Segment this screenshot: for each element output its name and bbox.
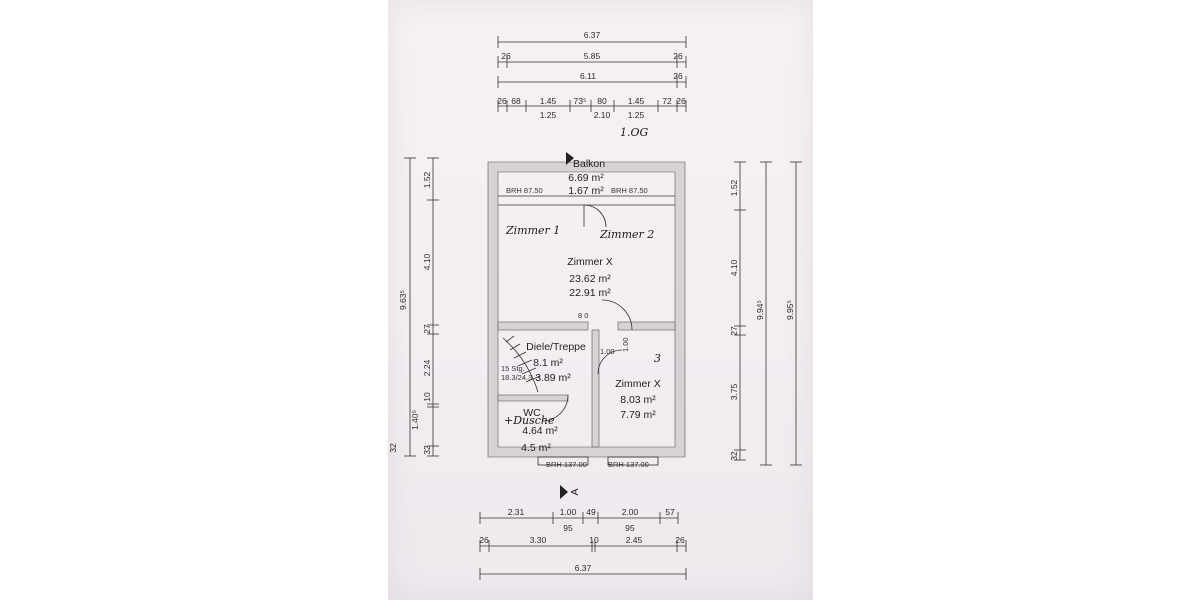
diele-name: Diele/Treppe (526, 341, 586, 353)
wc-area-2: 4.5 m² (521, 442, 551, 454)
section-marker-bottom: A (560, 485, 581, 499)
stairs-note-1: 15 Stg. (501, 364, 525, 373)
installation-symbol: 8 0 (578, 311, 588, 320)
dim-bottom-r3-c: 10 (589, 535, 599, 545)
dim-right-410: 4.10 (729, 259, 739, 276)
diele-area-1: 8.1 m² (533, 357, 563, 369)
dim-bottom-total: 6.37 (575, 563, 592, 573)
wc-handwritten: +Dusche (504, 414, 555, 427)
dim-left-152: 1.52 (422, 171, 432, 188)
handwritten-3: 3 (654, 352, 661, 365)
plan-sheet: 6.37 26 5.85 26 6.11 26 26 68 1.45 73⁵ 8… (388, 0, 813, 600)
dim-right-27: 27 (729, 326, 739, 336)
dim-right-32: 32 (729, 451, 739, 461)
dim-left-27: 27 (422, 324, 432, 334)
dim-bottom-r1-c: 49 (586, 507, 596, 517)
dim-right-375: 3.75 (729, 383, 739, 400)
section-arrow-top (566, 152, 574, 165)
dim-top-r4-c: 1.45 (540, 96, 557, 106)
zimmer-small-area-1: 8.03 m² (620, 394, 656, 406)
dim-top-r3-right: 26 (673, 71, 683, 81)
dim-right-total-a: 9.94⁵ (755, 300, 765, 320)
dim-left-410: 4.10 (422, 253, 432, 270)
dim-top-r5-a: 1.25 (540, 110, 557, 120)
dim-bottom-r3-b: 3.30 (530, 535, 547, 545)
dim-top-r4-h: 26 (676, 96, 686, 106)
zimmer-main-name: Zimmer X (567, 256, 613, 268)
bottom-dimension-chains: 2.31 1.00 49 2.00 57 95 95 26 3.30 10 2.… (479, 507, 687, 580)
door-width-horizontal: 1.00 (600, 347, 615, 356)
floor-plan-drawing: 6.37 26 5.85 26 6.11 26 26 68 1.45 73⁵ 8… (388, 30, 802, 580)
diele-area-2: 3.89 m² (535, 372, 571, 384)
building-outline (487, 161, 686, 466)
dim-top-r5-b: 2.10 (594, 110, 611, 120)
dim-bottom-r3-a: 26 (479, 535, 489, 545)
dim-top-r4-e: 80 (597, 96, 607, 106)
room-labels: Balkon 6.69 m² 1.67 m² BRH 87.50 BRH 87.… (501, 152, 661, 469)
dim-top-r4-g: 72 (662, 96, 672, 106)
dim-top-r4-d: 73⁵ (574, 96, 587, 106)
zimmer-small-area-2: 7.79 m² (620, 409, 656, 421)
dim-left-140: 1.40⁵ (410, 410, 420, 430)
dim-left-224: 2.24 (422, 359, 432, 376)
dim-right-total-b: 9.95⁵ (785, 300, 795, 320)
zimmer-small-name: Zimmer X (615, 378, 661, 390)
dim-bottom-r1-a: 2.31 (508, 507, 525, 517)
zimmer2-handwritten: Zimmer 2 (599, 228, 654, 241)
dim-bottom-r2-a: 95 (563, 523, 573, 533)
dim-bottom-r2-b: 95 (625, 523, 635, 533)
wc-area-1: 4.64 m² (522, 425, 558, 437)
dim-left-10: 10 (422, 392, 432, 402)
right-dimension-chains: 1.52 4.10 27 3.75 32 9.94⁵ 9.95⁵ (729, 161, 802, 466)
brh-balkon-left: BRH 87.50 (506, 186, 543, 195)
dim-left-32b: 32 (388, 443, 398, 453)
dim-top-r4-b: 68 (511, 96, 521, 106)
brh-bottom-left: BRH 137.00 (546, 460, 587, 469)
dim-bottom-r1-b: 1.00 (560, 507, 577, 517)
balkon-name: Balkon (573, 158, 605, 170)
zimmer1-handwritten: Zimmer 1 (505, 224, 560, 237)
door-width-vertical: 1.00 (621, 337, 630, 352)
dim-top-r2-right: 26 (673, 51, 683, 61)
dim-bottom-r3-e: 26 (675, 535, 685, 545)
brh-balkon-right: BRH 87.50 (611, 186, 648, 195)
dim-top-r4-a: 26 (497, 96, 507, 106)
dim-left-32: 32 (422, 445, 432, 455)
dim-top-total: 6.37 (584, 30, 601, 40)
zimmer-main-area-2: 22.91 m² (569, 287, 611, 299)
zimmer-main-area-1: 23.62 m² (569, 273, 611, 285)
dim-top-r4-f: 1.45 (628, 96, 645, 106)
dim-top-r3-mid: 6.11 (580, 71, 596, 81)
dim-top-r2-mid: 5.85 (584, 51, 601, 61)
dim-bottom-r1-e: 57 (665, 507, 675, 517)
wc-name: WC (523, 407, 541, 419)
balkon-area-1: 6.69 m² (568, 172, 604, 184)
balkon-area-2: 1.67 m² (568, 185, 604, 197)
dim-top-r2-left: 26 (501, 51, 511, 61)
top-dimension-chains: 6.37 26 5.85 26 6.11 26 26 68 1.45 73⁵ 8… (497, 30, 687, 120)
dim-bottom-r3-d: 2.45 (626, 535, 643, 545)
section-label: A (569, 488, 581, 495)
dim-right-152: 1.52 (729, 179, 739, 196)
dim-bottom-r1-d: 2.00 (622, 507, 639, 517)
brh-bottom-right: BRH 137.00 (608, 460, 649, 469)
dim-left-total: 9.63⁵ (398, 290, 408, 310)
stairs-note-2: 18.3/24.3 (501, 373, 532, 382)
dim-top-r5-c: 1.25 (628, 110, 645, 120)
floor-label-handwritten: 1.OG (620, 126, 649, 139)
left-dimension-chains: 9.63⁵ 1.52 4.10 27 2.24 10 1.40⁵ 32 32 (388, 157, 439, 457)
